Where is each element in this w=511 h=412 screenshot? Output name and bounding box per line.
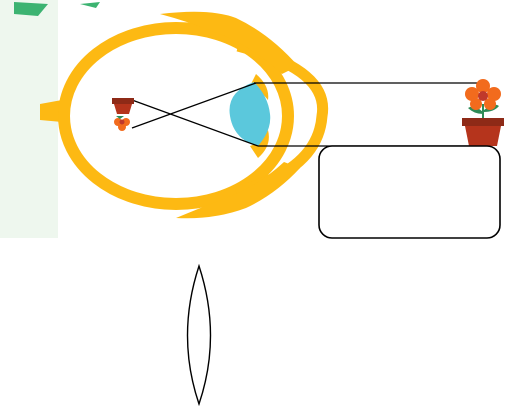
label-box-text	[320, 146, 500, 238]
inverted-pot-rim	[112, 98, 134, 104]
flower-petal	[487, 87, 501, 101]
flower-petal	[465, 87, 479, 101]
pot-rim	[462, 118, 504, 126]
eyeball-wall	[58, 22, 294, 210]
corner-leaf-small-icon	[80, 2, 100, 8]
flower-leaf-left	[468, 106, 483, 114]
ray-top-to-bottom	[131, 82, 257, 129]
ray-bottom-to-top	[131, 99, 259, 147]
inverted-pot-body	[114, 104, 132, 114]
flower-petal	[476, 79, 490, 93]
light-rays	[131, 82, 480, 147]
inverted-stem-leaf	[116, 116, 124, 119]
optic-nerve	[40, 100, 62, 122]
upper-eyelid	[160, 11, 298, 74]
eyeball-diagram	[58, 11, 329, 219]
eye-lens	[229, 82, 271, 146]
label-box	[318, 145, 501, 239]
flower-petal	[484, 98, 496, 110]
corner-leaf-icon	[14, 2, 48, 16]
inverted-flower-petal	[118, 123, 126, 131]
pot-body	[465, 126, 501, 146]
inverted-flower-center	[119, 119, 125, 125]
lower-eyelid	[176, 162, 300, 219]
flower-pot-object	[462, 79, 504, 146]
inverted-flower-pot-image	[112, 98, 134, 131]
convex-lens-icon	[186, 263, 212, 407]
flower-petal	[470, 98, 482, 110]
ciliary-muscle-top	[250, 74, 269, 100]
flower-center	[478, 91, 488, 101]
